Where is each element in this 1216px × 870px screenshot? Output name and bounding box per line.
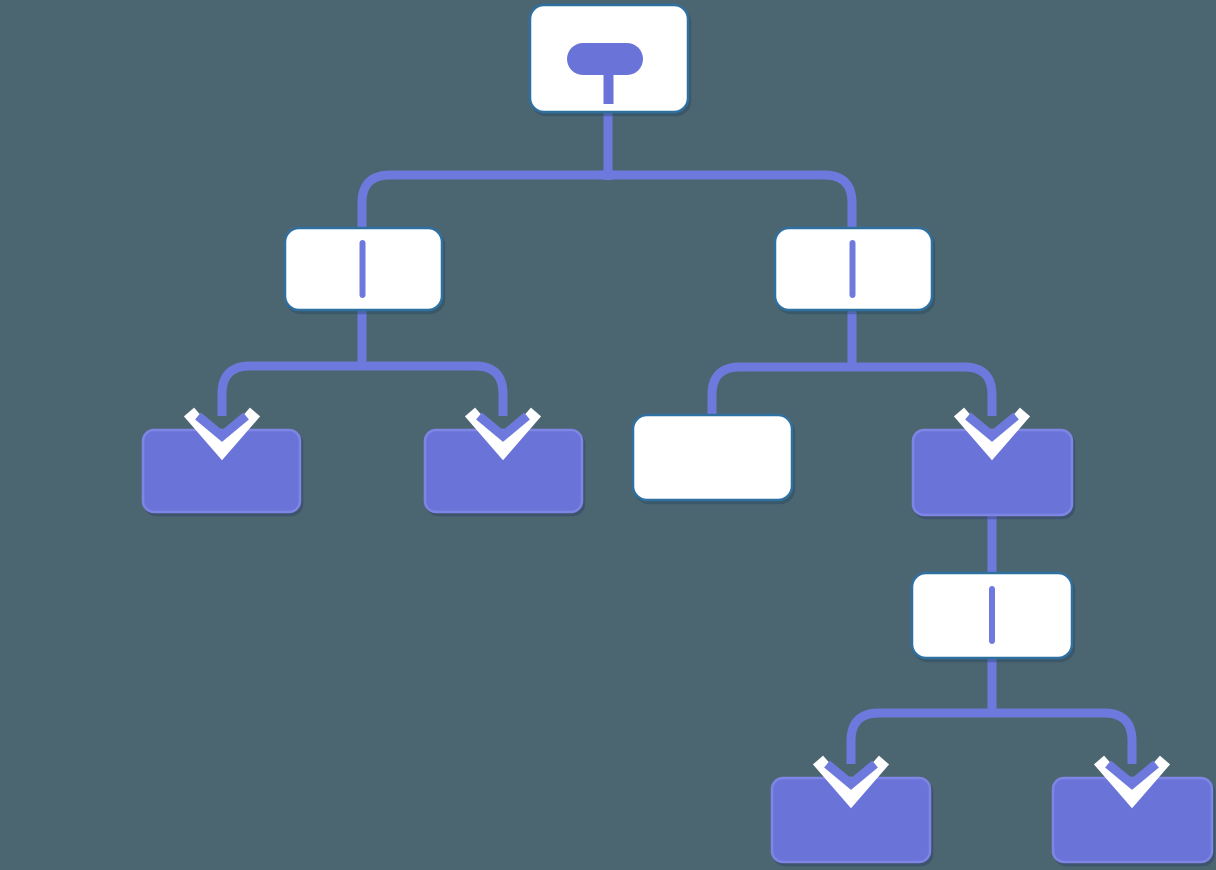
cursor-bar-glyph [989, 586, 995, 644]
edge-split-top [357, 170, 857, 230]
edge-split-bottom [846, 708, 1137, 764]
chevron-down-icon [1093, 755, 1171, 809]
chevron-down-icon [812, 755, 890, 809]
node-leaf-4[interactable] [770, 776, 932, 864]
edge-split-right [707, 362, 997, 418]
edge-split-left [217, 361, 508, 416]
chevron-down-icon [464, 407, 542, 461]
node-leaf-4-box[interactable] [770, 776, 932, 864]
node-branch-right[interactable] [773, 226, 934, 312]
pill-stem-glyph [603, 60, 614, 104]
edge-group [217, 110, 1137, 764]
chevron-down-icon [183, 407, 261, 461]
cursor-bar-glyph [359, 240, 366, 298]
pill-glyph [567, 43, 643, 75]
chevron-down-icon [953, 407, 1031, 461]
node-card-empty[interactable] [631, 413, 794, 502]
arrowhead-group [183, 407, 1171, 809]
node-card-empty-box[interactable] [631, 413, 794, 502]
node-branch-mid[interactable] [910, 571, 1074, 660]
cursor-bar-glyph [849, 240, 856, 298]
node-root[interactable] [528, 3, 690, 114]
node-branch-left[interactable] [283, 226, 444, 312]
